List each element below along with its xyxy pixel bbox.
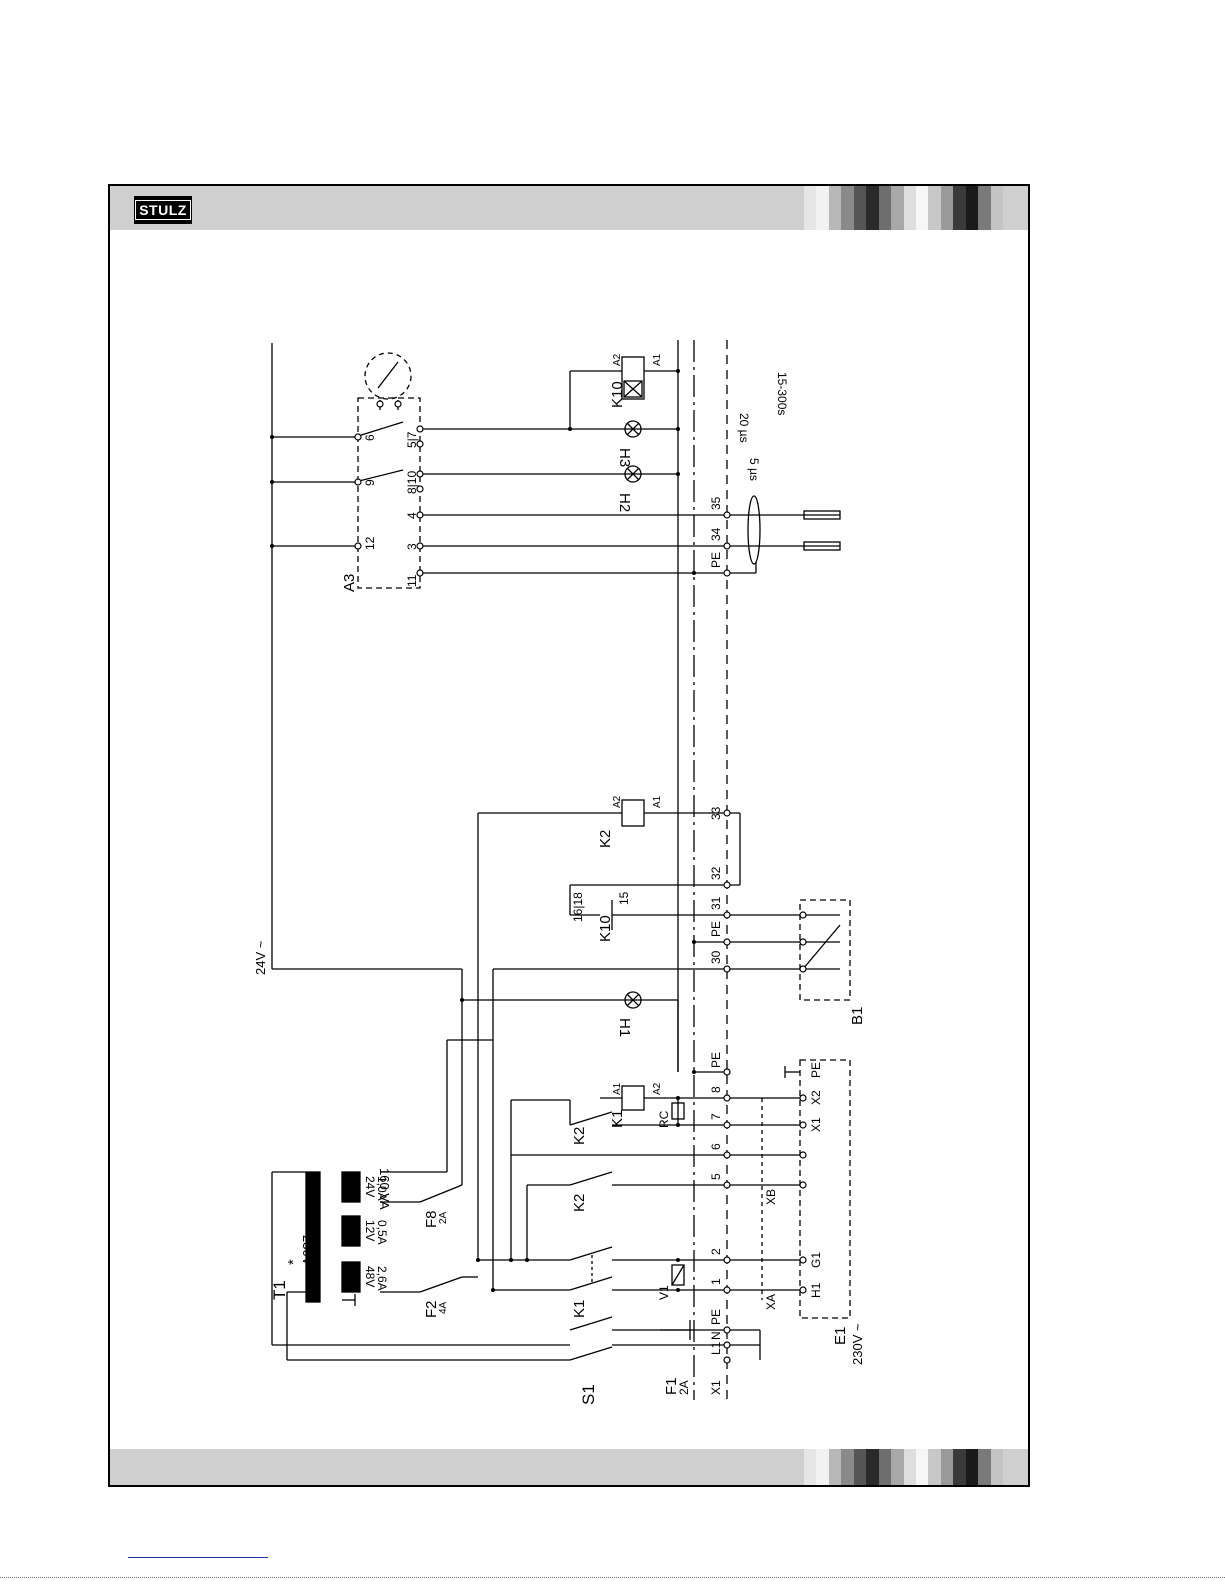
page-edge-dots: [0, 1577, 1225, 1578]
svg-text:15: 15: [617, 891, 631, 905]
svg-text:34: 34: [709, 527, 723, 541]
svg-text:XA: XA: [764, 1294, 778, 1310]
svg-text:1,0A: 1,0A: [375, 1176, 389, 1201]
svg-text:8|10: 8|10: [405, 471, 419, 494]
svg-text:31: 31: [709, 896, 723, 910]
svg-text:K2: K2: [571, 1194, 588, 1212]
e1-box: [800, 1060, 850, 1318]
svg-text:A2: A2: [652, 1082, 663, 1095]
svg-text:A3: A3: [341, 574, 358, 592]
label-230v: 230V ~: [850, 1323, 865, 1365]
svg-text:H3: H3: [616, 448, 633, 467]
svg-text:K2: K2: [571, 1127, 588, 1145]
svg-text:PE: PE: [709, 1309, 723, 1325]
svg-text:2: 2: [709, 1248, 723, 1255]
svg-text:20 µs: 20 µs: [737, 413, 751, 443]
svg-text:PE: PE: [809, 1062, 823, 1078]
svg-text:4: 4: [405, 512, 419, 519]
svg-text:2A: 2A: [677, 1380, 691, 1395]
svg-text:A2: A2: [612, 353, 623, 366]
svg-text:48V: 48V: [363, 1266, 377, 1287]
t1-sec-24v: [342, 1172, 360, 1202]
svg-text:X1: X1: [709, 1380, 723, 1395]
svg-text:N: N: [709, 1331, 723, 1340]
svg-text:3: 3: [405, 543, 419, 550]
svg-text:H2: H2: [616, 493, 633, 512]
label-t1: T1: [270, 1280, 289, 1300]
svg-text:16|18: 16|18: [571, 892, 585, 922]
svg-text:12: 12: [363, 536, 377, 550]
diagram-labels: 24V ~ 230V ~ 160 VA T1 * 230V 24V 1,0A 1…: [253, 353, 866, 1405]
svg-text:5 µs: 5 µs: [747, 458, 761, 481]
svg-text:24V: 24V: [363, 1176, 377, 1197]
svg-text:PE: PE: [709, 921, 723, 937]
t1-sec-12v: [342, 1216, 360, 1246]
svg-text:H1: H1: [616, 1018, 633, 1037]
svg-text:0,5A: 0,5A: [375, 1220, 389, 1245]
label-230v-primary: 230V: [300, 1235, 315, 1266]
s1-contact-b: [570, 1347, 612, 1360]
k2-contact-b: [570, 1112, 612, 1125]
k1-contact-b: [570, 1277, 612, 1290]
svg-text:K1: K1: [571, 1300, 588, 1318]
svg-text:L1: L1: [709, 1341, 723, 1355]
svg-text:K1: K1: [609, 1110, 626, 1128]
svg-text:6: 6: [709, 1143, 723, 1150]
t1-sec-48v: [342, 1262, 360, 1292]
svg-text:9: 9: [363, 479, 377, 486]
svg-text:A2: A2: [612, 795, 623, 808]
svg-text:X2: X2: [809, 1090, 823, 1105]
svg-text:5: 5: [709, 1173, 723, 1180]
svg-text:32: 32: [709, 866, 723, 880]
svg-text:A1: A1: [652, 353, 663, 366]
label-t1-star: *: [285, 1259, 302, 1265]
svg-text:15-300s: 15-300s: [775, 372, 789, 415]
svg-text:K10: K10: [609, 381, 626, 408]
cable-shield: [748, 496, 760, 564]
svg-text:7: 7: [709, 1113, 723, 1120]
svg-text:K10: K10: [597, 915, 614, 942]
svg-text:4A: 4A: [438, 1301, 449, 1314]
svg-text:A1: A1: [652, 795, 663, 808]
k1-coil: [622, 1086, 644, 1110]
svg-text:5|7: 5|7: [405, 431, 419, 448]
svg-text:30: 30: [709, 950, 723, 964]
svg-text:PE: PE: [709, 1052, 723, 1068]
svg-text:2A: 2A: [438, 1211, 449, 1224]
k2-contact-a: [570, 1172, 612, 1185]
svg-text:11: 11: [405, 574, 419, 587]
svg-text:B1: B1: [849, 1007, 866, 1025]
svg-text:K2: K2: [597, 830, 614, 848]
svg-text:XB: XB: [764, 1189, 778, 1205]
dial-needle: [378, 362, 398, 388]
svg-text:2,6A: 2,6A: [375, 1266, 389, 1291]
svg-text:G1: G1: [809, 1252, 823, 1268]
k1-contact-a: [570, 1247, 612, 1260]
svg-text:X1: X1: [809, 1117, 823, 1132]
svg-text:PE: PE: [709, 552, 723, 568]
svg-text:1: 1: [709, 1278, 723, 1285]
label-24v: 24V ~: [253, 940, 268, 975]
svg-text:12V: 12V: [363, 1220, 377, 1241]
svg-text:A1: A1: [612, 1082, 623, 1095]
footer-link-underline: [128, 1557, 268, 1558]
svg-text:35: 35: [709, 496, 723, 510]
k2-coil: [622, 800, 644, 826]
svg-text:H1: H1: [809, 1282, 823, 1298]
svg-text:E1: E1: [832, 1327, 849, 1345]
svg-text:33: 33: [709, 806, 723, 820]
svg-text:6: 6: [363, 434, 377, 441]
svg-text:8: 8: [709, 1086, 723, 1093]
svg-text:V1: V1: [657, 1285, 671, 1300]
svg-text:RC: RC: [657, 1110, 671, 1128]
svg-text:S1: S1: [579, 1384, 598, 1405]
